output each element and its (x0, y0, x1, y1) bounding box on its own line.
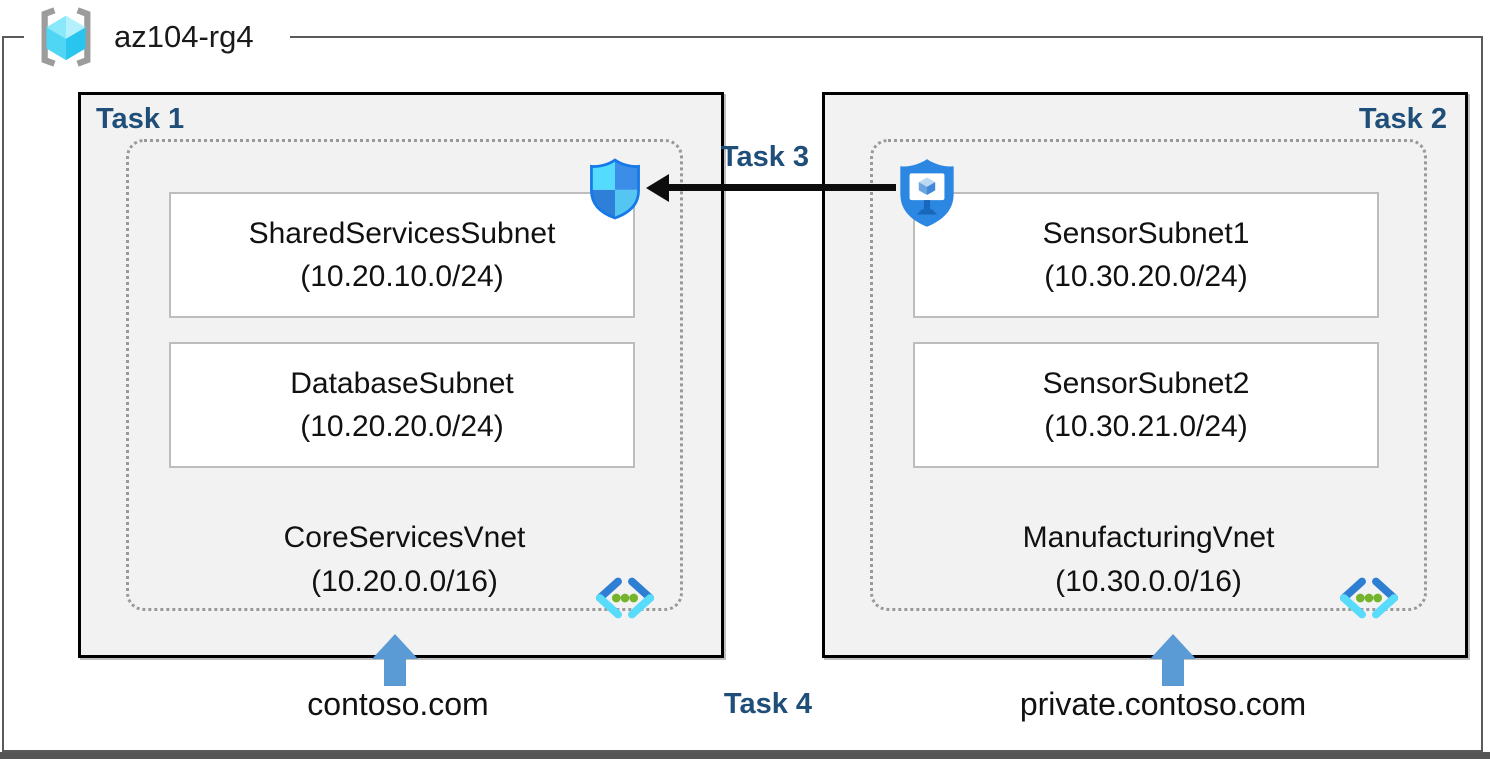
subnet-name: SharedServicesSubnet (248, 216, 556, 250)
up-arrow-head (372, 634, 418, 659)
dns-up-arrow-left (372, 634, 418, 686)
task2-box: Task 2 SensorSubnet1 (10.30.20.0/24) Sen… (822, 92, 1468, 658)
resource-group-frame (2, 36, 1483, 752)
subnet-cidr: (10.30.21.0/24) (1044, 410, 1248, 443)
core-services-vnet-label: CoreServicesVnet (10.20.0.0/16) (129, 516, 680, 603)
manufacturing-vnet-box: SensorSubnet1 (10.30.20.0/24) SensorSubn… (870, 139, 1427, 619)
task2-label: Task 2 (1358, 103, 1447, 135)
virtual-network-icon (595, 577, 655, 619)
task3-label: Task 3 (720, 141, 810, 173)
subnet-cidr: (10.20.20.0/24) (300, 410, 504, 443)
resource-group-icon (41, 7, 91, 67)
subnet-cidr: (10.30.20.0/24) (1044, 260, 1248, 293)
up-arrow-stem (384, 659, 406, 686)
vnet-name: ManufacturingVnet (1022, 521, 1275, 554)
subnet-name: DatabaseSubnet (290, 366, 514, 400)
sensor-subnet2-box: SensorSubnet2 (10.30.21.0/24) (913, 342, 1379, 468)
task4-label: Task 4 (723, 688, 813, 720)
virtual-network-icon (1339, 577, 1399, 619)
subnet-name: SensorSubnet1 (1042, 216, 1250, 250)
frame-bottom-bar (0, 752, 1490, 759)
task1-label: Task 1 (96, 103, 185, 135)
network-security-group-icon (590, 158, 640, 220)
database-subnet-box: DatabaseSubnet (10.20.20.0/24) (169, 342, 635, 468)
subnet-cidr: (10.20.10.0/24) (300, 260, 504, 293)
up-arrow-stem (1162, 659, 1184, 686)
subnet-name: SensorSubnet2 (1042, 366, 1250, 400)
resource-group-legend: az104-rg4 (24, 0, 290, 74)
core-services-vnet-box: SharedServicesSubnet (10.20.10.0/24) Dat… (126, 139, 683, 619)
vnet-name: CoreServicesVnet (283, 521, 526, 554)
manufacturing-vnet-label: ManufacturingVnet (10.30.0.0/16) (873, 516, 1424, 603)
up-arrow-head (1150, 634, 1196, 659)
vnet-cidr: (10.20.0.0/16) (311, 564, 498, 598)
peering-arrow-line (666, 184, 896, 191)
application-security-group-icon (900, 159, 954, 227)
peering-arrow-head (646, 174, 669, 202)
sensor-subnet1-box: SensorSubnet1 (10.30.20.0/24) (913, 192, 1379, 318)
dns-zone-private-contoso: private.contoso.com (1019, 686, 1307, 722)
resource-group-name: az104-rg4 (114, 19, 254, 54)
shared-services-subnet-box: SharedServicesSubnet (10.20.10.0/24) (169, 192, 635, 318)
dns-zone-contoso: contoso.com (307, 686, 489, 722)
vnet-cidr: (10.30.0.0/16) (1055, 564, 1242, 598)
dns-up-arrow-right (1150, 634, 1196, 686)
task1-box: Task 1 SharedServicesSubnet (10.20.10.0/… (78, 92, 724, 658)
